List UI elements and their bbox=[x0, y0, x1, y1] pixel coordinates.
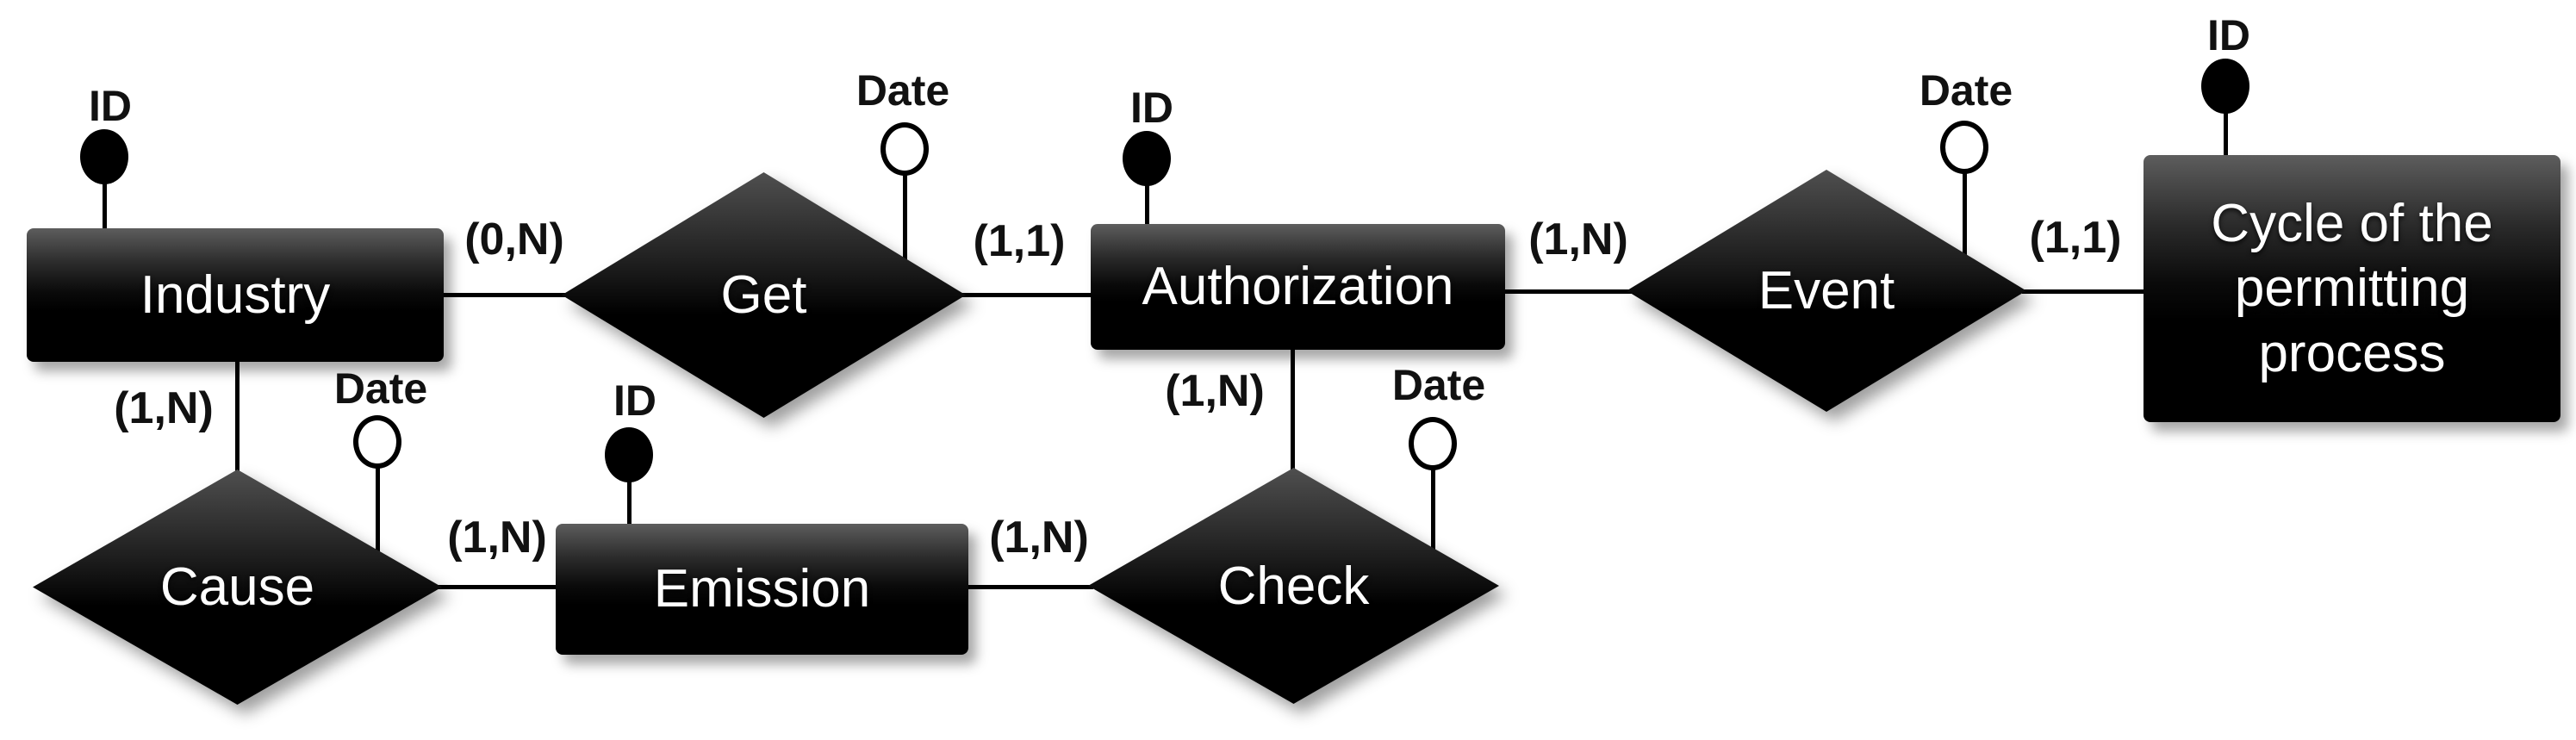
attribute-label-get-date: Date bbox=[856, 66, 950, 115]
attribute-circle-cause-date bbox=[353, 415, 401, 469]
attribute-label-emission-id: ID bbox=[613, 376, 656, 425]
key-attribute-bullet-authorization-id bbox=[1123, 131, 1171, 186]
connector-line-authorization-event bbox=[1501, 289, 1632, 294]
connector-line-event-cycle bbox=[2022, 289, 2148, 294]
entity-label: Emission bbox=[653, 559, 871, 619]
entity-cycle-of-the-permitting-process: Cycle of the permitting process bbox=[2144, 155, 2560, 422]
cardinality-industry-cause: (1,N) bbox=[114, 383, 214, 433]
connector-line-get-authorization bbox=[961, 293, 1096, 297]
attribute-circle-get-date bbox=[880, 122, 929, 176]
entity-label: Authorization bbox=[1142, 257, 1454, 317]
connector-line-cause-emission bbox=[438, 585, 560, 589]
connector-line-emission-check bbox=[964, 585, 1093, 589]
relationship-check: Check bbox=[1088, 468, 1499, 704]
cardinality-cause-emission: (1,N) bbox=[447, 513, 547, 563]
attribute-stem-industry-id bbox=[103, 181, 107, 233]
cardinality-authorization-event: (1,N) bbox=[1528, 215, 1628, 264]
attribute-label-cause-date: Date bbox=[333, 364, 428, 413]
relationship-event: Event bbox=[1627, 170, 2026, 412]
key-attribute-bullet-cycle-id bbox=[2201, 59, 2249, 114]
relationship-label: Check bbox=[1217, 556, 1370, 616]
relationship-get: Get bbox=[562, 172, 966, 418]
cardinality-event-cycle: (1,1) bbox=[2029, 213, 2122, 263]
attribute-stem-get-date bbox=[903, 171, 907, 262]
entity-industry: Industry bbox=[27, 228, 444, 362]
relationship-cause: Cause bbox=[33, 469, 442, 705]
key-attribute-bullet-emission-id bbox=[605, 427, 653, 482]
cardinality-get-authorization: (1,1) bbox=[973, 216, 1066, 266]
key-attribute-bullet-industry-id bbox=[80, 129, 128, 184]
entity-authorization: Authorization bbox=[1091, 224, 1505, 350]
attribute-label-cycle-id: ID bbox=[2207, 11, 2250, 59]
attribute-circle-check-date bbox=[1409, 417, 1457, 470]
cardinality-emission-check: (1,N) bbox=[989, 513, 1089, 563]
entity-label: Cycle of the permitting process bbox=[2211, 193, 2493, 383]
attribute-stem-cycle-id bbox=[2224, 110, 2228, 158]
relationship-label: Cause bbox=[159, 557, 315, 617]
relationship-label: Event bbox=[1758, 261, 1895, 320]
connector-line-industry-get bbox=[439, 293, 569, 297]
connector-line-industry-cause bbox=[235, 360, 240, 474]
attribute-label-authorization-id: ID bbox=[1130, 84, 1173, 132]
attribute-label-event-date: Date bbox=[1919, 66, 2013, 115]
cardinality-authorization-check: (1,N) bbox=[1165, 366, 1265, 416]
cardinality-industry-get: (0,N) bbox=[464, 215, 564, 264]
attribute-stem-authorization-id bbox=[1145, 183, 1149, 227]
attribute-circle-event-date bbox=[1940, 121, 1988, 174]
attribute-label-industry-id: ID bbox=[89, 82, 132, 130]
attribute-stem-check-date bbox=[1431, 466, 1435, 550]
entity-emission: Emission bbox=[556, 524, 968, 655]
attribute-stem-emission-id bbox=[627, 479, 632, 527]
attribute-stem-event-date bbox=[1963, 169, 1967, 258]
entity-label: Industry bbox=[140, 264, 331, 325]
connector-line-authorization-check bbox=[1291, 348, 1295, 472]
attribute-label-check-date: Date bbox=[1391, 361, 1486, 409]
attribute-stem-cause-date bbox=[376, 463, 380, 551]
relationship-label: Get bbox=[720, 265, 807, 325]
